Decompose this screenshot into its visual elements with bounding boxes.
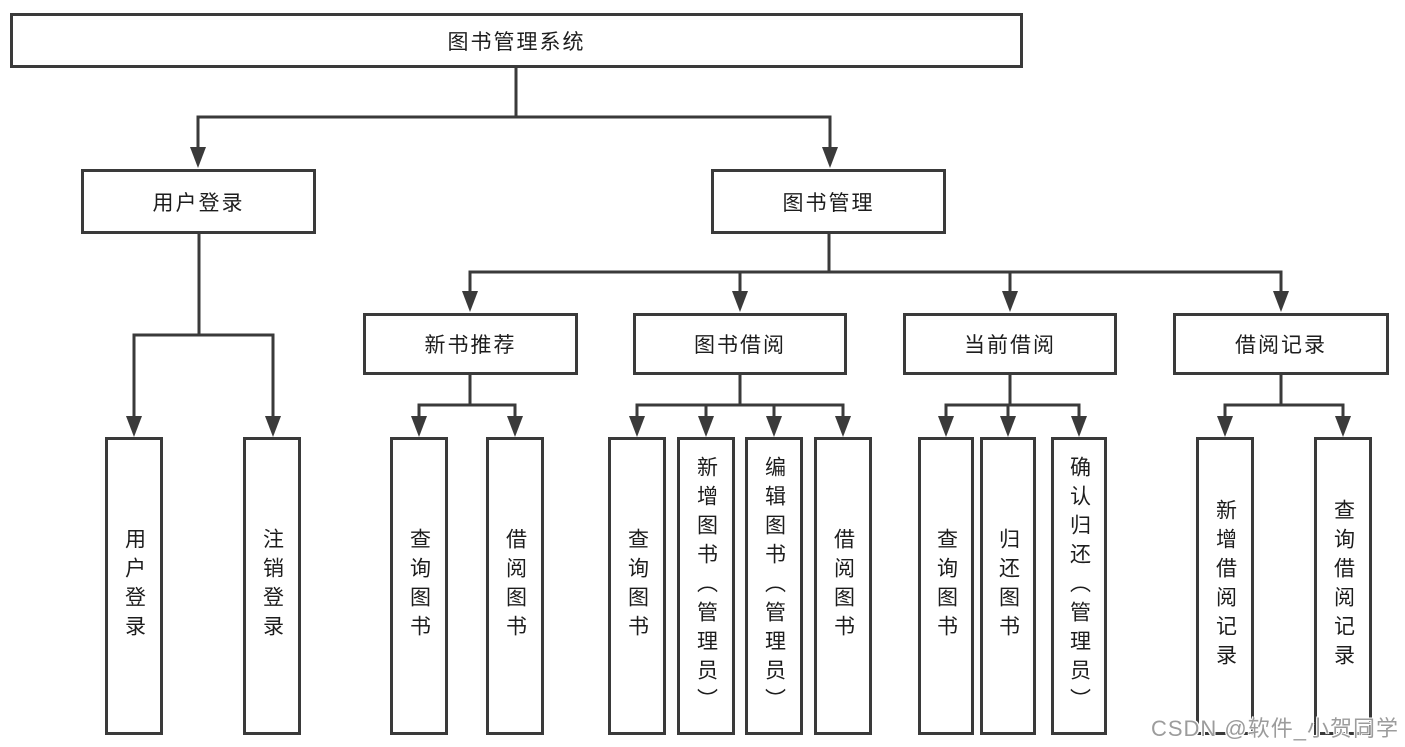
node-root-label: 图书管理系统	[447, 30, 586, 54]
leaf-query-books-recommend: 查询图书	[390, 437, 448, 735]
node-borrow-records: 借阅记录	[1173, 313, 1389, 375]
node-user-login: 用户登录	[81, 169, 316, 234]
leaf-query-books-borrow: 查询图书	[608, 437, 666, 735]
node-book-borrow-label: 图书借阅	[694, 334, 786, 357]
node-book-management: 图书管理	[711, 169, 946, 234]
leaf-user-login: 用户登录	[105, 437, 163, 735]
watermark: CSDN @软件_小贺同学	[1150, 716, 1399, 741]
node-book-management-label: 图书管理	[782, 191, 875, 215]
node-new-book-recommend: 新书推荐	[363, 313, 578, 375]
leaf-add-books-admin: 新增图书（管理员）	[677, 437, 735, 735]
leaf-edit-books-admin: 编辑图书（管理员）	[745, 437, 803, 735]
leaf-add-borrow-record: 新增借阅记录	[1196, 437, 1254, 735]
leaf-borrow-books-recommend: 借阅图书	[486, 437, 544, 735]
node-book-borrow: 图书借阅	[633, 313, 847, 375]
leaf-borrow-books: 借阅图书	[814, 437, 872, 735]
node-root-system: 图书管理系统	[10, 13, 1023, 68]
leaf-query-books-current: 查询图书	[918, 437, 974, 735]
node-new-book-recommend-label: 新书推荐	[424, 334, 517, 357]
leaf-confirm-return-admin: 确认归还（管理员）	[1051, 437, 1107, 735]
leaf-query-borrow-record: 查询借阅记录	[1314, 437, 1372, 735]
node-current-borrow-label: 当前借阅	[964, 334, 1056, 357]
leaf-return-books: 归还图书	[980, 437, 1036, 735]
node-borrow-records-label: 借阅记录	[1235, 334, 1327, 357]
node-current-borrow: 当前借阅	[903, 313, 1117, 375]
leaf-logout: 注销登录	[243, 437, 301, 735]
node-user-login-label: 用户登录	[152, 191, 245, 215]
